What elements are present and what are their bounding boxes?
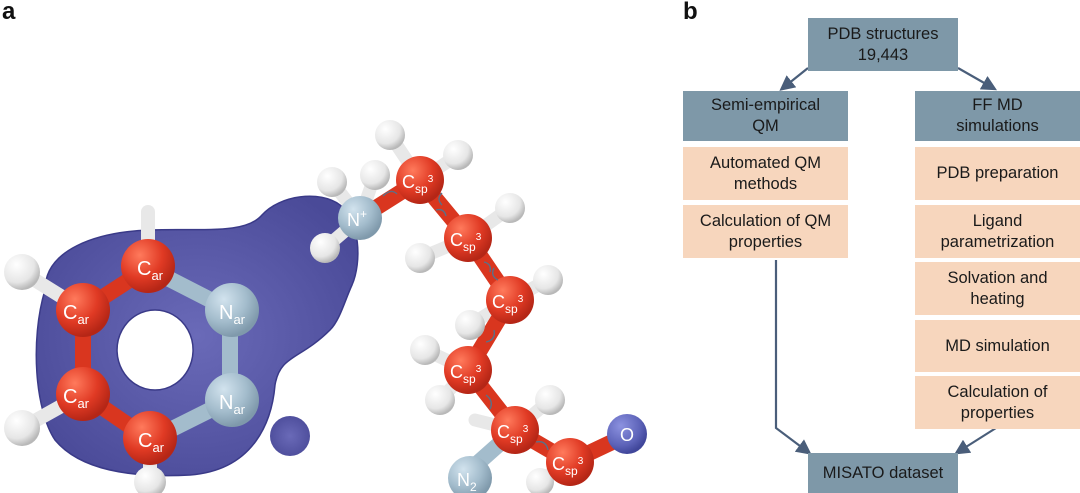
box-semi-empirical-qm-label: Semi-empirical QM [710,96,821,135]
hydrogen-atom [410,335,440,365]
hydrogen-atom [533,265,563,295]
box-calculation-properties: Calculation of properties [915,376,1080,429]
box-solvation-heating-label: Solvation and heating [947,268,1048,308]
box-misato-dataset-label: MISATO dataset [822,463,944,482]
carbon-atom [491,406,539,454]
box-pdb-structures: PDB structures 19,443 [808,18,958,71]
box-md-simulation: MD simulation [915,320,1080,372]
density-surface [35,195,359,477]
box-md-simulation-label: MD simulation [945,336,1050,355]
hydrogen-atom [425,385,455,415]
box-automated-qm-methods: Automated QM methods [683,147,848,200]
box-calculation-qm-properties-label: Calculation of QM properties [699,211,832,251]
box-semi-empirical-qm: Semi-empirical QM [683,91,848,141]
atom-label-n2: N2 [457,470,477,493]
nitrogen-atom [448,456,492,493]
hydrogen-atom [375,120,405,150]
box-ff-md-simulations-label: FF MD simulations [956,96,1039,135]
hydrogen-atom [443,140,473,170]
hydrogen-atom [4,254,40,290]
box-ff-md-simulations: FF MD simulations [915,91,1080,141]
atom-label-c-sp3: Csp3 [552,454,584,478]
atom-label-o: O [620,425,634,445]
panel-label-b: b [683,0,698,25]
atom-label-c-sp3: Csp3 [492,292,524,316]
box-automated-qm-methods-label: Automated QM methods [710,153,821,193]
atom-label-c-sp3: Csp3 [450,362,482,386]
nitrogen-atom [338,196,382,240]
box-calculation-qm-properties: Calculation of QM properties [683,205,848,258]
box-calculation-properties-label: Calculation of properties [947,382,1048,422]
atom-label-c-sp3: Csp3 [402,172,434,196]
carbon-atom [546,438,594,486]
panel-label-a: a [2,0,16,25]
hydrogen-atom [405,243,435,273]
carbon-atom [444,214,492,262]
ring-atom-labels: Car Car Car Car Nar Nar [63,258,246,455]
density-blob [270,416,310,456]
atom-label-n-ar: Nar [219,302,246,327]
atom-label-c-ar: Car [137,258,164,283]
arrow-to-md [957,67,998,91]
hydrogen-atom [317,167,347,197]
box-ligand-parametrization-label: Ligand parametrization [940,211,1055,251]
carbon-atom [123,411,177,465]
atom-label-c-ar: Car [138,430,165,455]
box-pdb-preparation: PDB preparation [915,147,1080,200]
hydrogen-atom [455,310,485,340]
carbon-atom [121,239,175,293]
hydrogen-atom [495,193,525,223]
hydrogen-atom [526,468,554,493]
hydrogen-atom [134,466,166,493]
nitrogen-atom [205,373,259,427]
box-ligand-parametrization: Ligand parametrization [915,205,1080,258]
arrow-qm-to-dataset [774,260,812,455]
molecule-illustration: Car Car Car Car Nar Nar [4,120,647,493]
hydrogen-atom [4,410,40,446]
atom-label-c-sp3: Csp3 [497,422,529,446]
box-pdb-structures-label: PDB structures 19,443 [827,24,939,64]
carbon-atom [444,346,492,394]
nitrogen-atom [205,283,259,337]
arrow-md-to-dataset [954,427,997,455]
atom-label-n-plus: N+ [347,207,367,230]
hydrogen-atom [360,160,390,190]
carbon-atom [396,156,444,204]
box-solvation-heating: Solvation and heating [915,262,1080,315]
oxygen-atom [607,414,647,454]
carbon-atom [56,283,110,337]
atom-label-n-ar: Nar [219,392,246,417]
carbon-atom [56,367,110,421]
box-pdb-preparation-label: PDB preparation [936,164,1059,182]
torsion-arrows [382,190,549,451]
atom-label-c-ar: Car [63,386,90,411]
box-misato-dataset: MISATO dataset [808,453,958,493]
carbon-atom [486,276,534,324]
chain-atom-labels: N+ Csp3 Csp3 Csp3 Csp3 Csp3 Csp3 N2 O [347,172,634,493]
hydrogen-atom [535,385,565,415]
arrow-to-qm [779,67,809,91]
hydrogen-atom [310,233,340,263]
atom-label-c-ar: Car [63,302,90,327]
atom-label-c-sp3: Csp3 [450,230,482,254]
